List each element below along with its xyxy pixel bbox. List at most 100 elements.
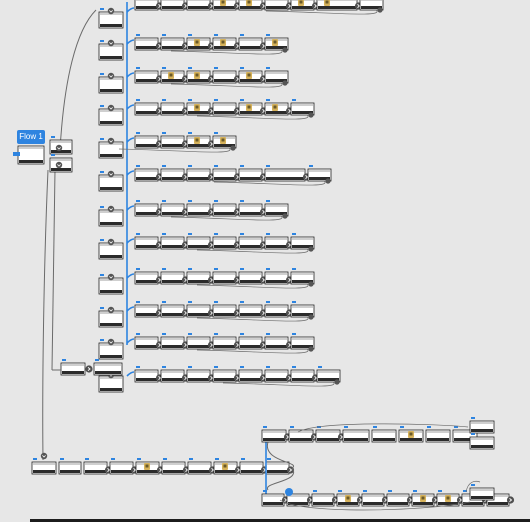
- frame-label-marker: [388, 490, 392, 492]
- frame-label-marker: [292, 366, 296, 368]
- chevron-down-icon[interactable]: [107, 306, 115, 314]
- frame-bottom-bar: [136, 111, 157, 114]
- row-end-node[interactable]: [334, 379, 340, 385]
- frame-header: [214, 338, 235, 340]
- frame-bottom-bar: [163, 470, 184, 473]
- thumbnail-detail: [247, 73, 251, 77]
- thumbnail-detail: [299, 0, 303, 4]
- return-connector: [279, 499, 471, 511]
- thumbnail-detail: [409, 432, 413, 436]
- frame-header: [214, 170, 235, 172]
- chevron-down-icon[interactable]: [55, 161, 63, 169]
- thumbnail-detail: [247, 105, 251, 109]
- frame-header: [240, 306, 261, 308]
- branch-link: [126, 7, 135, 13]
- frame-bottom-bar: [162, 245, 183, 248]
- arrow-glyph: [236, 4, 240, 8]
- chevron-down-icon[interactable]: [40, 452, 48, 460]
- frame-header: [240, 39, 261, 41]
- row-end-node[interactable]: [282, 80, 288, 86]
- frame-bottom-bar: [266, 212, 287, 215]
- row-end-node[interactable]: [308, 346, 314, 352]
- chevron-down-icon[interactable]: [107, 273, 115, 281]
- frame-label-marker: [471, 484, 475, 486]
- arrow-glyph: [288, 343, 292, 347]
- arrow-glyph: [262, 210, 266, 214]
- row-end-node[interactable]: [230, 145, 236, 151]
- frame-header: [292, 306, 313, 308]
- arrow-glyph: [236, 376, 240, 380]
- frame-label-marker: [266, 366, 270, 368]
- chevron-down-icon[interactable]: [107, 238, 115, 246]
- frame-bottom-bar: [188, 111, 209, 114]
- flow-label[interactable]: Flow 1: [17, 130, 45, 144]
- screen-frame[interactable]: [359, 0, 384, 11]
- arrow-glyph: [210, 109, 214, 113]
- chevron-down-glyph: [109, 341, 113, 344]
- arrow-glyph: [305, 175, 309, 179]
- frame-header: [188, 338, 209, 340]
- frame-bottom-bar: [62, 371, 84, 374]
- frame-header: [162, 104, 183, 106]
- frame-header: [427, 431, 449, 433]
- frame-bottom-bar: [317, 438, 339, 441]
- start-marker[interactable]: [13, 152, 20, 156]
- chevron-down-icon[interactable]: [107, 104, 115, 112]
- frame-bottom-bar: [188, 280, 209, 283]
- row-end-node[interactable]: [282, 47, 288, 53]
- row-end-node[interactable]: [377, 7, 383, 13]
- arrow-glyph: [158, 175, 162, 179]
- frame-bottom-bar: [241, 470, 262, 473]
- arrow-glyph: [309, 498, 313, 502]
- frame-header: [292, 273, 313, 275]
- row-end-node[interactable]: [308, 281, 314, 287]
- row-end-node[interactable]: [325, 178, 331, 184]
- frame-bottom-bar: [214, 280, 235, 283]
- arrow-glyph: [459, 498, 463, 502]
- chevron-down-icon[interactable]: [55, 144, 63, 152]
- frame-label-marker: [188, 67, 192, 69]
- row-end-node[interactable]: [282, 213, 288, 219]
- chevron-down-icon[interactable]: [107, 338, 115, 346]
- frame-bottom-bar: [214, 6, 235, 9]
- arrow-right-icon[interactable]: [85, 365, 93, 373]
- arrow-glyph: [288, 4, 292, 8]
- frame-bottom-bar: [136, 378, 157, 381]
- chevron-down-icon[interactable]: [107, 205, 115, 213]
- frame-header: [188, 0, 209, 1]
- thumbnail-detail: [169, 73, 173, 77]
- arrow-right-icon[interactable]: [506, 496, 515, 504]
- frame-header: [313, 495, 333, 497]
- chevron-down-icon[interactable]: [107, 170, 115, 178]
- frame-header: [290, 431, 312, 433]
- frame-header: [240, 205, 261, 207]
- thumbnail-detail: [195, 40, 199, 44]
- chevron-down-icon[interactable]: [107, 39, 115, 47]
- chevron-down-icon[interactable]: [107, 7, 115, 15]
- frame-header: [266, 205, 287, 207]
- frame-bottom-bar: [266, 378, 287, 381]
- chevron-down-icon[interactable]: [107, 72, 115, 80]
- frame-bottom-bar: [266, 6, 287, 9]
- row-end-node[interactable]: [308, 112, 314, 118]
- frame-bottom-bar: [136, 245, 157, 248]
- frame-bottom-bar: [111, 470, 132, 473]
- frame-header: [214, 306, 235, 308]
- frame-label-marker: [136, 200, 140, 202]
- chevron-down-icon[interactable]: [107, 137, 115, 145]
- frame-label-marker: [471, 433, 475, 435]
- frame-header: [240, 273, 261, 275]
- frame-header: [163, 463, 184, 465]
- row-end-node[interactable]: [308, 314, 314, 320]
- row-end-node[interactable]: [308, 246, 314, 252]
- frame-label-marker: [136, 233, 140, 235]
- frame-label-marker: [240, 34, 244, 36]
- frame-header: [188, 371, 209, 373]
- hotspot-marker[interactable]: [285, 488, 293, 496]
- arrow-glyph: [262, 109, 266, 113]
- frame-header: [241, 463, 262, 465]
- arrow-glyph: [210, 210, 214, 214]
- frame-bottom-bar: [188, 144, 209, 147]
- chevron-down-glyph: [109, 75, 113, 78]
